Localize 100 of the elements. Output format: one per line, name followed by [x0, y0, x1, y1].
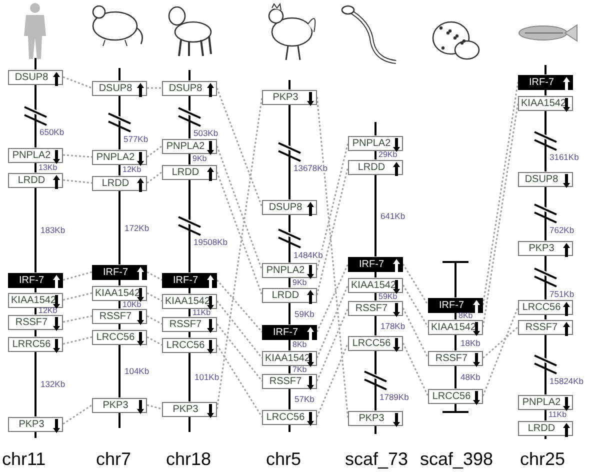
gene-name: LRCC56 [95, 330, 136, 344]
dotted-connector [146, 292, 162, 302]
edge-label: 172Kb [124, 222, 150, 232]
chromosome-line [118, 300, 120, 308]
dotted-connector [62, 315, 92, 323]
gene-name: RSSF7 [354, 302, 389, 316]
chromosome-line [544, 410, 546, 420]
gene-box [8, 148, 63, 162]
edge-label: 15824Kb [548, 376, 585, 386]
gene-box [518, 96, 573, 110]
gene-box [92, 150, 147, 164]
chromosome-line [288, 388, 290, 410]
chromosome-line [188, 288, 190, 294]
gene-name: PNPLA2 [11, 148, 52, 162]
edge-label: 12Kb [38, 307, 58, 315]
chromosome-line [34, 188, 36, 272]
chromosome-line [34, 162, 36, 172]
edge-label: 762Kb [548, 224, 576, 234]
gene-box [428, 388, 483, 404]
dotted-connector [62, 336, 92, 345]
gene-name: LRCC56 [265, 410, 306, 424]
chromosome-line [34, 308, 36, 314]
gene-name: IRF-7 [18, 274, 45, 288]
gene-box [518, 74, 573, 90]
chromosome-line [188, 154, 190, 164]
edge-label: 48Kb [460, 372, 482, 382]
edge-label: 8Kb [292, 341, 308, 349]
gene-box [162, 294, 217, 308]
gene-name: LRRC56 [11, 338, 52, 352]
chromosome-line [188, 352, 190, 402]
gene-name: PKP3 [358, 412, 386, 426]
gene-name: IRF-7 [528, 76, 555, 90]
gene-name: LRCC56 [431, 390, 472, 404]
dotted-connector [216, 344, 263, 418]
edge-label: 650Kb [38, 127, 66, 137]
gene-name: PNPLA2 [165, 140, 206, 154]
chromosome-name: scaf_73 [345, 449, 408, 470]
chromosome-line [544, 186, 546, 240]
chromosome-line [288, 278, 290, 288]
chromosome-line [374, 316, 376, 336]
edge-label: 19508Kb [192, 237, 229, 247]
gene-name: RSSF7 [434, 352, 469, 366]
chromosome-name: chr7 [96, 449, 132, 470]
edge-label: 59Kb [294, 308, 316, 318]
gene-box [428, 320, 483, 334]
chromosome-line [118, 190, 120, 264]
gene-name: PNPLA2 [265, 264, 306, 278]
gene-name: PKP3 [272, 90, 300, 104]
chromosome-name: chr25 [520, 449, 566, 470]
dotted-connector [482, 326, 518, 359]
gene-name: LRDD [356, 160, 386, 174]
dotted-connector [146, 315, 162, 325]
edge-label: 8Kb [458, 312, 474, 320]
chromosome-line [454, 334, 456, 350]
dotted-connector [146, 171, 162, 184]
gene-box [92, 330, 147, 344]
edge-label: 101Kb [194, 372, 220, 382]
gene-box [428, 350, 483, 366]
gene-box [8, 272, 63, 288]
gene-box [348, 256, 403, 272]
chromosome-line [374, 350, 376, 410]
gene-name: PKP3 [528, 242, 556, 256]
gene-box [262, 262, 317, 278]
edge-label: 1484Kb [292, 250, 324, 260]
gene-box [162, 402, 217, 416]
gene-box [8, 336, 63, 352]
gene-box [92, 264, 147, 280]
dotted-connector [62, 179, 92, 184]
chromosome-line [544, 314, 546, 320]
gene-name: IRF-7 [102, 266, 129, 280]
gene-box [262, 350, 317, 366]
edge-label: 751Kb [548, 288, 576, 298]
gene-name: RSSF7 [268, 374, 303, 388]
dotted-connector [316, 166, 349, 296]
chromosome-line [118, 324, 120, 330]
chromosome-line [118, 344, 120, 398]
edge-label: 1789Kb [378, 392, 410, 402]
gene-name: LRDD [526, 422, 556, 436]
gene-box [162, 164, 217, 180]
gene-name: DSUP8 [14, 70, 50, 84]
gene-box [8, 314, 63, 330]
gene-box [518, 240, 573, 256]
gene-name: PNPLA2 [521, 396, 562, 410]
dotted-connector [402, 264, 429, 306]
edge-label: 9Kb [192, 155, 208, 163]
dotted-connector [146, 145, 162, 158]
gene-name: PNPLA2 [351, 136, 392, 150]
dotted-connector [316, 342, 349, 418]
edge-label: 104Kb [124, 366, 150, 376]
gene-box [518, 420, 573, 436]
gene-name: IRF-7 [358, 258, 385, 272]
gene-box [92, 398, 147, 412]
gene-box [92, 308, 147, 324]
edge-label: 11Kb [548, 411, 568, 419]
edge-label: 641Kb [380, 210, 406, 220]
edge-label: 57Kb [294, 394, 316, 404]
chromosome-line [544, 256, 546, 300]
gene-name: LRDD [270, 288, 300, 302]
gene-box [162, 80, 217, 96]
gene-box [518, 394, 573, 410]
